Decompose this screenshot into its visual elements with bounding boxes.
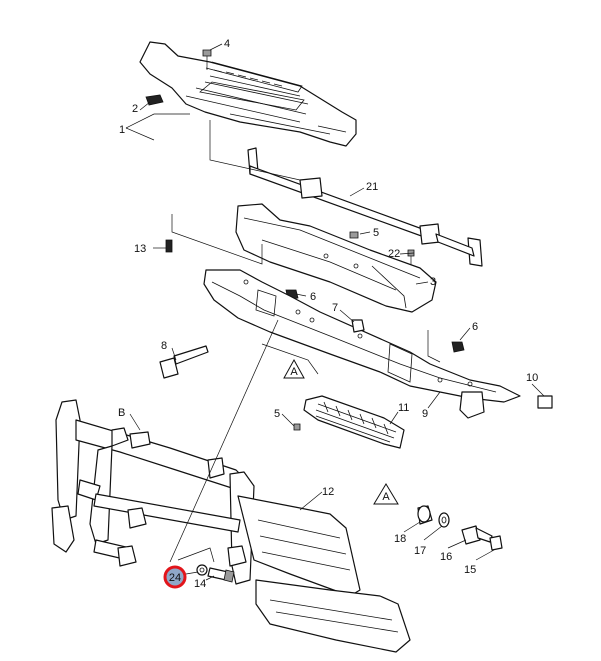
callout-label: 5 <box>373 227 379 239</box>
screw-part-5-lower <box>293 423 301 431</box>
callout-label: 3 <box>430 276 436 288</box>
callout-label: 4 <box>224 38 230 50</box>
callout-label: 2 <box>132 103 138 115</box>
callout-label: 5 <box>274 408 280 420</box>
highlight-label: 24 <box>169 572 181 584</box>
callout-label: 15 <box>464 564 476 576</box>
main-frame-part <box>203 269 521 419</box>
marker-label: A <box>290 366 298 378</box>
reference-line <box>261 343 319 375</box>
washer-part-24 <box>196 564 208 576</box>
nut-part-15 <box>489 535 503 551</box>
reference-marker-a: A <box>373 483 399 505</box>
leader-lines <box>125 43 545 581</box>
reference-line <box>177 547 215 563</box>
reference-line <box>169 319 279 563</box>
reference-marker-a: A <box>283 358 305 379</box>
bull-bar-part <box>51 399 411 653</box>
callout-label: B <box>118 407 125 419</box>
skid-plate-part <box>303 395 405 449</box>
callout-label: 7 <box>332 302 338 314</box>
bolt-part-14 <box>207 567 235 583</box>
washer-part-17 <box>438 512 450 528</box>
callout-label: 8 <box>161 340 167 352</box>
callout-label: 6 <box>472 321 478 333</box>
mid-bracket-part <box>235 203 437 313</box>
support-rod-part <box>247 147 483 267</box>
callout-label: 21 <box>366 181 378 193</box>
clip-part-2 <box>145 94 164 106</box>
callout-label: 10 <box>526 372 538 384</box>
spacer-part-7 <box>351 319 365 333</box>
highlighted-callout-24[interactable]: 24 <box>163 565 187 589</box>
pin-part-13 <box>165 239 173 253</box>
marker-label: A <box>382 491 390 503</box>
callout-label: 16 <box>440 551 452 563</box>
step-plate-part <box>139 41 357 147</box>
long-bolt-part-8 <box>159 345 209 379</box>
reference-line <box>209 120 301 181</box>
callout-label: 12 <box>322 486 334 498</box>
callout-label: 6 <box>310 291 316 303</box>
bushing-part-18 <box>417 505 433 525</box>
bolt-part-16 <box>461 525 493 545</box>
end-cap-part-10 <box>537 395 553 409</box>
callout-label: 11 <box>398 402 409 414</box>
reference-line <box>427 330 441 363</box>
highlight-ring <box>163 565 187 589</box>
callout-label: 14 <box>194 578 206 590</box>
callout-label: 22 <box>388 248 400 260</box>
callout-label: 13 <box>134 243 146 255</box>
bolt-part-4 <box>202 49 212 70</box>
callout-label: 18 <box>394 533 406 545</box>
reference-line <box>171 214 263 265</box>
callout-label: 17 <box>414 545 426 557</box>
callout-label: 1 <box>119 124 125 136</box>
callout-label: 9 <box>422 408 428 420</box>
bolt-part-5-upper <box>349 231 359 239</box>
nut-part-6-right <box>451 341 465 353</box>
